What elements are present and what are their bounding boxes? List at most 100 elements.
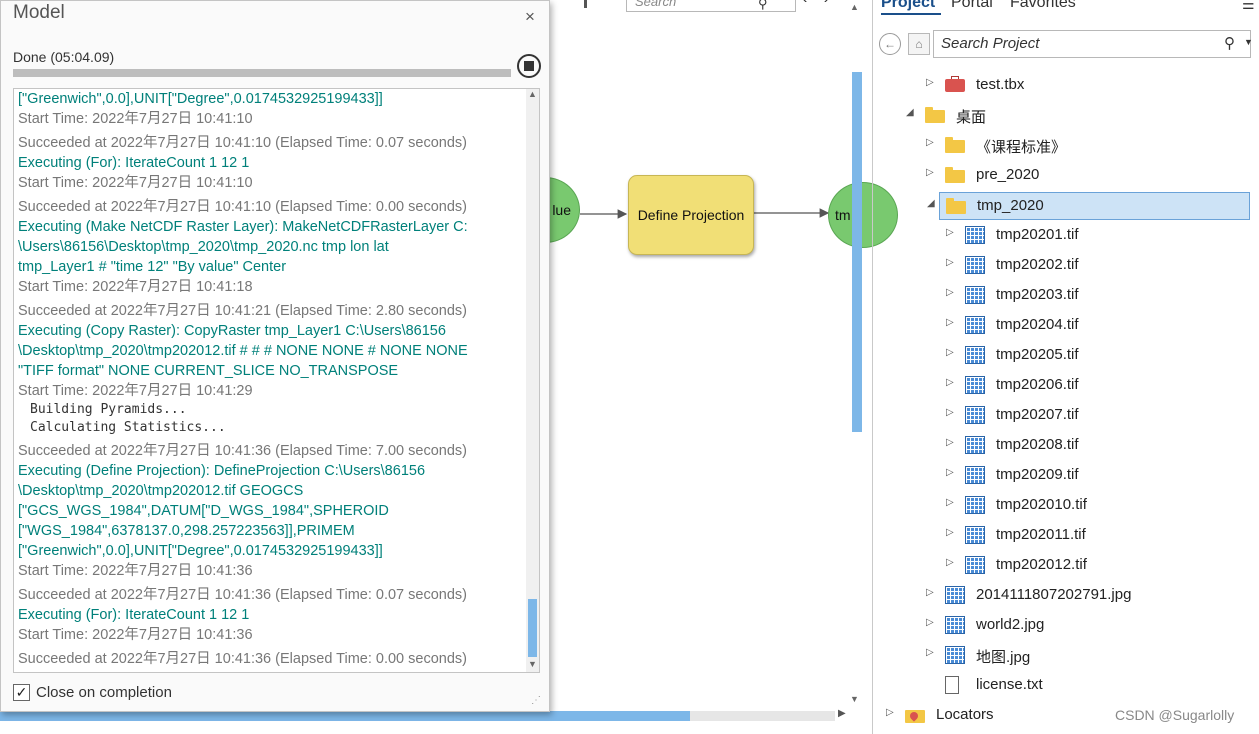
log-message: \Users\86156\Desktop\tmp_2020\tmp_2020.n… [18, 239, 389, 255]
tab-project[interactable]: Project [881, 0, 936, 11]
project-search-input[interactable]: Search Project [933, 30, 1251, 58]
scroll-up-arrow-icon[interactable]: ▲ [850, 2, 859, 12]
tree-item-license-txt[interactable]: license.txt [925, 672, 1250, 700]
folder-icon [946, 198, 966, 214]
log-timestamp: Succeeded at 2022年7月27日 10:41:36 (Elapse… [18, 587, 467, 603]
horizontal-scroll-track[interactable] [690, 711, 835, 721]
tree-item-tmp20203[interactable]: ▷tmp20203.tif [945, 282, 1250, 310]
tree-item-label: tmp20205.tif [996, 346, 1079, 363]
expand-arrow-icon[interactable]: ▷ [926, 587, 934, 598]
collapse-arrow-icon[interactable]: ◢ [906, 107, 914, 118]
close-icon[interactable]: × [525, 7, 535, 26]
progress-fill [13, 69, 511, 77]
tree-item-desktop[interactable]: ◢桌面 [905, 102, 1250, 130]
tree-item-pre-2020[interactable]: ▷ pre_2020 [925, 162, 1250, 190]
tree-item-tmp20209[interactable]: ▷tmp20209.tif [945, 462, 1250, 490]
scroll-down-arrow-icon[interactable]: ▼ [850, 694, 859, 704]
expand-arrow-icon[interactable]: ▷ [926, 647, 934, 658]
expand-arrow-icon[interactable]: ▷ [946, 467, 954, 478]
model-variable-oval-output[interactable]: tm [828, 182, 898, 248]
scroll-down-arrow-icon[interactable]: ▼ [528, 659, 537, 669]
tree-item-label: test.tbx [976, 76, 1025, 93]
pane-divider[interactable] [872, 0, 873, 734]
expand-arrow-icon[interactable]: ▷ [946, 527, 954, 538]
raster-icon [965, 466, 985, 484]
expand-arrow-icon[interactable]: ▷ [946, 437, 954, 448]
home-button[interactable]: ⌂ [908, 33, 930, 55]
raster-icon [965, 226, 985, 244]
log-timestamp: Succeeded at 2022年7月27日 10:41:36 (Elapse… [18, 651, 467, 667]
canvas-vertical-scrollbar[interactable] [852, 72, 862, 432]
tree-item-label: pre_2020 [976, 166, 1040, 183]
resize-grip-icon[interactable]: ⋰ [531, 695, 541, 706]
log-output: Building Pyramids... [30, 402, 187, 417]
messages-log[interactable]: ["Greenwich",0.0],UNIT["Degree",0.017453… [13, 88, 540, 673]
expand-arrow-icon[interactable]: ▷ [926, 167, 934, 178]
canvas-horizontal-scrollbar[interactable] [0, 711, 690, 721]
tab-favorites[interactable]: Favorites [1010, 0, 1076, 11]
folder-icon [945, 137, 965, 153]
scroll-right-arrow-icon[interactable]: ▶ [838, 708, 846, 719]
expand-arrow-icon[interactable]: ▷ [926, 77, 934, 88]
tree-item-tmp202012[interactable]: ▷tmp202012.tif [945, 552, 1250, 580]
tree-item-tmp20202[interactable]: ▷tmp20202.tif [945, 252, 1250, 280]
tree-item-tmp20206[interactable]: ▷tmp20206.tif [945, 372, 1250, 400]
expand-arrow-icon[interactable]: ▷ [946, 557, 954, 568]
tree-item-2014111807202791-jpg[interactable]: ▷2014111807202791.jpg [925, 582, 1250, 610]
chevron-down-icon[interactable]: ▼ [1244, 37, 1253, 47]
process-define-projection[interactable]: Define Projection [628, 175, 754, 255]
stop-button[interactable] [517, 54, 541, 78]
tree-item-label: tmp_2020 [977, 197, 1044, 214]
log-scroll-thumb[interactable] [528, 599, 537, 657]
close-on-completion-checkbox[interactable]: ✓ [13, 684, 30, 701]
tree-item-map-jpg[interactable]: ▷地图.jpg [925, 642, 1250, 670]
tree-item-tmp202011[interactable]: ▷tmp202011.tif [945, 522, 1250, 550]
log-timestamp: Start Time: 2022年7月27日 10:41:36 [18, 627, 253, 643]
tree-item-tmp20204[interactable]: ▷tmp20204.tif [945, 312, 1250, 340]
tree-item-tmp20207[interactable]: ▷tmp20207.tif [945, 402, 1250, 430]
expand-arrow-icon[interactable]: ▷ [946, 227, 954, 238]
tree-item-label: tmp20208.tif [996, 436, 1079, 453]
tree-item-locators[interactable]: ▷Locators [885, 702, 1250, 730]
expand-arrow-icon[interactable]: ▷ [946, 347, 954, 358]
toolbox-icon [945, 76, 965, 92]
tab-portal[interactable]: Portal [951, 0, 993, 11]
tree-item-tmp202010[interactable]: ▷tmp202010.tif [945, 492, 1250, 520]
tree-item-world2-jpg[interactable]: ▷world2.jpg [925, 612, 1250, 640]
log-message: ["WGS_1984",6378137.0,298.257223563]],PR… [18, 523, 355, 539]
canvas-search-input[interactable]: Search [626, 0, 796, 12]
tree-item-course-standard[interactable]: ▷ 《课程标准》 [925, 132, 1250, 160]
tree-item-label: 《课程标准》 [976, 139, 1067, 156]
search-icon[interactable]: ⚲ [1224, 35, 1235, 52]
collapse-arrow-icon[interactable]: ◢ [927, 198, 935, 209]
home-icon: ⌂ [915, 37, 923, 51]
folder-icon [945, 167, 965, 183]
tree-item-tmp20205[interactable]: ▷ tmp20205.tif [945, 342, 1250, 370]
tree-item-tmp20201[interactable]: ▷ tmp20201.tif [945, 222, 1250, 250]
expand-arrow-icon[interactable]: ▷ [946, 257, 954, 268]
raster-icon [965, 436, 985, 454]
expand-arrow-icon[interactable]: ▷ [946, 497, 954, 508]
expand-arrow-icon[interactable]: ▷ [946, 317, 954, 328]
log-message: Executing (Make NetCDF Raster Layer): Ma… [18, 219, 468, 235]
tree-item-tmp20208[interactable]: ▷ tmp20208.tif [945, 432, 1250, 460]
tree-item-tmp-2020[interactable]: ◢ tmp_2020 [927, 192, 1250, 220]
connector-lines [580, 208, 830, 219]
expand-arrow-icon[interactable]: ▷ [946, 287, 954, 298]
expand-arrow-icon[interactable]: ▷ [886, 707, 894, 718]
tree-item-test-tbx[interactable]: ▷ test.tbx [925, 72, 1250, 100]
dialog-title: Model [13, 2, 65, 23]
tree-item-label: tmp20201.tif [996, 226, 1079, 243]
back-button[interactable]: ← [879, 33, 901, 55]
expand-arrow-icon[interactable]: ▷ [946, 377, 954, 388]
raster-icon [945, 616, 965, 634]
canvas-nav-arrows[interactable]: ‹ › [802, 0, 835, 8]
back-arrow-icon: ← [884, 37, 896, 51]
expand-arrow-icon[interactable]: ▷ [926, 617, 934, 628]
project-tree-scrollbar[interactable] [1251, 64, 1259, 704]
expand-arrow-icon[interactable]: ▷ [946, 407, 954, 418]
scroll-up-arrow-icon[interactable]: ▲ [528, 89, 537, 99]
expand-arrow-icon[interactable]: ▷ [926, 137, 934, 148]
menu-icon[interactable]: ☰ [1242, 0, 1255, 12]
log-scrollbar[interactable]: ▲ ▼ [526, 89, 539, 672]
